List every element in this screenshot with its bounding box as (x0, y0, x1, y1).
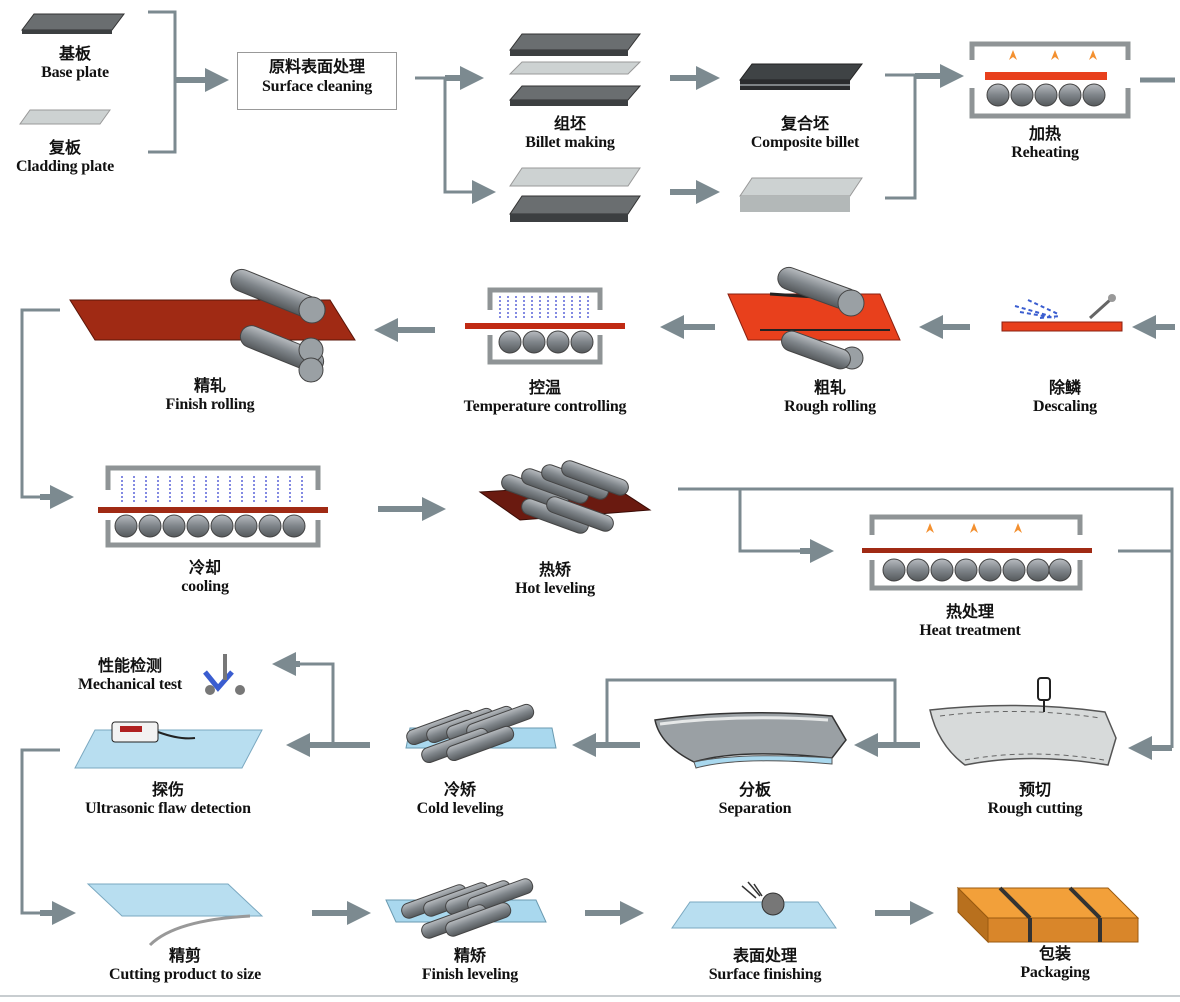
label-zh: 冷矫 (443, 780, 476, 799)
bypass-line (678, 487, 1174, 748)
packaging-icon (956, 886, 1140, 944)
label-zh: 复合坯 (780, 114, 829, 133)
branch-line (738, 489, 820, 553)
label-zh: 热处理 (945, 602, 994, 621)
label-en: Cold leveling (416, 800, 504, 818)
cladding-plate-label: 复板 Cladding plate (0, 138, 130, 176)
cladding-plate-icon (19, 109, 111, 125)
label-en: Temperature controlling (463, 398, 627, 416)
label-zh: 精轧 (193, 376, 226, 395)
bypass-line (605, 678, 897, 745)
label-zh: 加热 (1028, 124, 1061, 143)
rough-cutting-icon (929, 677, 1117, 766)
finish-leveling-icon (385, 878, 547, 939)
bend-test-icon (203, 654, 245, 695)
label-zh: 除鳞 (1048, 378, 1081, 397)
label-zh: 精剪 (168, 946, 201, 965)
composite-billet-icon (739, 63, 863, 90)
composite-billet-lower-icon (739, 177, 863, 212)
label-en: Rough cutting (987, 800, 1083, 818)
reheating-label: 加热 Reheating (990, 124, 1100, 162)
label-en: Composite billet (750, 134, 860, 152)
label-en: Finish leveling (421, 966, 519, 984)
finish-rolling-icon (69, 268, 356, 383)
cutting-to-size-label: 精剪 Cutting product to size (85, 946, 285, 984)
label-zh: 分板 (738, 780, 771, 799)
temperature-control-icon (465, 287, 625, 365)
descaling-icon (1001, 294, 1123, 332)
label-en: Descaling (1033, 398, 1097, 416)
label-en: Finish rolling (165, 396, 255, 414)
label-zh: 粗轧 (813, 378, 846, 397)
label-en: Mechanical test (77, 676, 183, 694)
connector-line (20, 748, 60, 915)
merge-line (885, 73, 917, 200)
surface-finishing-label: 表面处理 Surface finishing (680, 946, 850, 984)
label-en: Cladding plate (15, 158, 115, 176)
label-zh: 组坯 (553, 114, 586, 133)
branch-line (285, 662, 335, 745)
base-plate-label: 基板 Base plate (20, 44, 130, 82)
label-zh: 冷却 (188, 558, 221, 577)
heat-treatment-label: 热处理 Heat treatment (895, 602, 1045, 640)
rough-cutting-label: 预切 Rough cutting (965, 780, 1105, 818)
label-zh: 探伤 (151, 780, 184, 799)
surface-cleaning-box: 原料表面处理 Surface cleaning (237, 52, 397, 110)
hot-leveling-label: 热矫 Hot leveling (490, 560, 620, 598)
billet-making-label: 组坯 Billet making (505, 114, 635, 152)
label-en: Hot leveling (515, 580, 595, 598)
label-en: Cutting product to size (109, 966, 261, 984)
heat-treatment-icon (862, 514, 1092, 591)
base-plate-icon (21, 13, 125, 34)
label-en: Separation (718, 800, 792, 818)
packaging-label: 包装 Packaging (1000, 944, 1110, 982)
label-en: Surface cleaning (261, 78, 373, 95)
label-zh: 热矫 (538, 560, 571, 579)
label-zh: 预切 (1018, 780, 1051, 799)
label-zh: 复板 (48, 138, 81, 157)
billet-stack-icon (508, 33, 642, 106)
mechanical-test-label: 性能检测 Mechanical test (60, 656, 200, 694)
hot-leveling-icon (478, 460, 652, 534)
split-line (415, 76, 485, 194)
cooling-icon (98, 465, 328, 548)
label-zh: 包装 (1038, 944, 1071, 963)
label-en: Reheating (1011, 144, 1079, 162)
label-zh: 原料表面处理 (268, 57, 365, 76)
label-en: Rough rolling (784, 398, 876, 416)
cold-leveling-icon (405, 703, 557, 764)
label-zh: 基板 (58, 44, 91, 63)
finish-leveling-label: 精矫 Finish leveling (400, 946, 540, 984)
billet-lower-plates-icon (509, 167, 641, 222)
label-en: Surface finishing (708, 966, 822, 984)
reheating-furnace-icon (969, 41, 1131, 119)
label-en: Billet making (525, 134, 615, 152)
label-en: Heat treatment (919, 622, 1021, 640)
cooling-label: 冷却 cooling (150, 558, 260, 596)
label-en: Base plate (41, 64, 109, 82)
merge-bracket (148, 10, 177, 154)
label-en: Packaging (1020, 964, 1090, 982)
finish-rolling-label: 精轧 Finish rolling (140, 376, 280, 414)
separation-icon (654, 712, 847, 769)
label-zh: 控温 (528, 378, 561, 397)
label-zh: 精矫 (453, 946, 486, 965)
label-en: Ultrasonic flaw detection (85, 800, 251, 818)
rough-rolling-label: 粗轧 Rough rolling (760, 378, 900, 416)
ultrasonic-label: 探伤 Ultrasonic flaw detection (58, 780, 278, 818)
descaling-label: 除鳞 Descaling (1010, 378, 1120, 416)
label-en: cooling (181, 578, 229, 596)
composite-billet-label: 复合坯 Composite billet (730, 114, 880, 152)
rough-rolling-icon (727, 266, 901, 370)
connector-line (20, 308, 60, 499)
ultrasonic-icon (74, 721, 263, 769)
cold-leveling-label: 冷矫 Cold leveling (390, 780, 530, 818)
label-zh: 性能检测 (97, 656, 162, 675)
surface-finishing-icon (671, 881, 837, 929)
temperature-controlling-label: 控温 Temperature controlling (440, 378, 650, 416)
separation-label: 分板 Separation (690, 780, 820, 818)
label-zh: 表面处理 (732, 946, 797, 965)
cutting-to-size-icon (86, 883, 264, 947)
